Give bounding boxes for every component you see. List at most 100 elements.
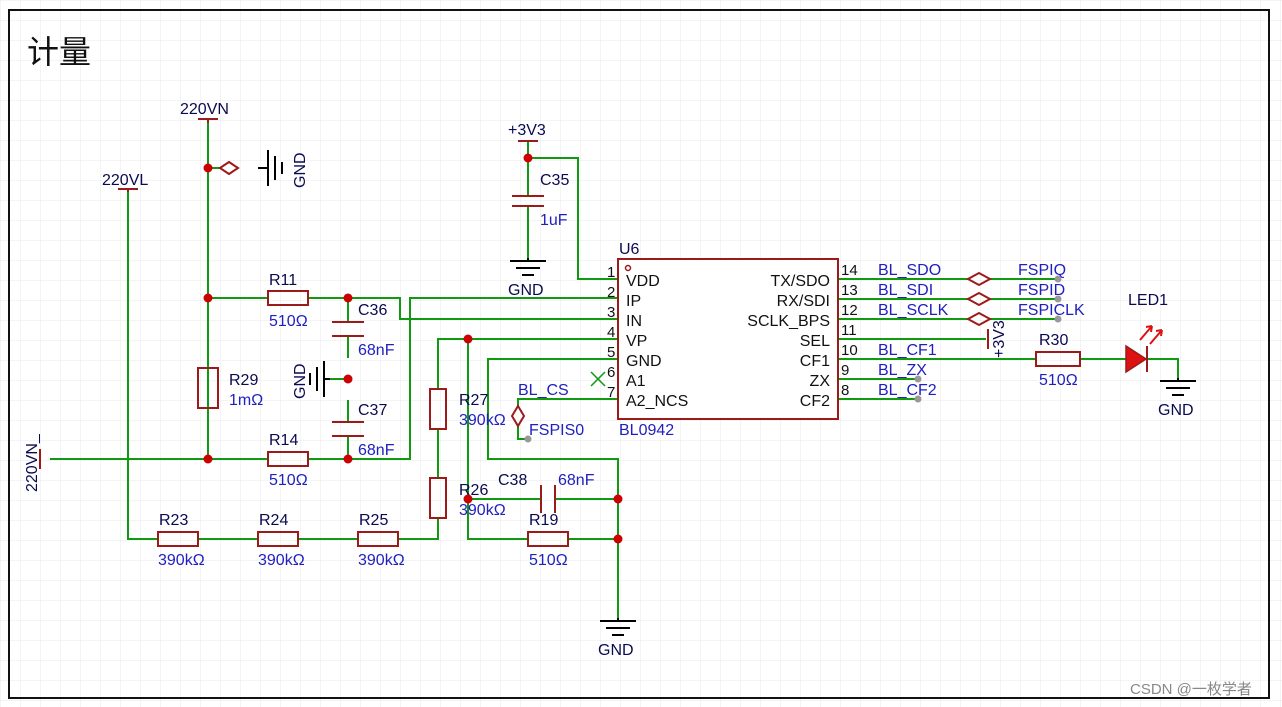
- ic-pin-name-vdd: VDD: [626, 273, 660, 290]
- sheet-title: 计量: [27, 34, 91, 70]
- net-label-bl-cf1: BL_CF1: [878, 342, 937, 359]
- ic-pin-num-5: 5: [607, 344, 615, 361]
- sheet-frame: [8, 9, 1270, 699]
- ic-pin-num-4: 4: [607, 324, 615, 341]
- ic-pin-name-sclk-bps: SCLK_BPS: [747, 313, 830, 330]
- led1: LED1: [1125, 292, 1168, 374]
- ref-r11: R11: [269, 272, 297, 289]
- value-r29: 1mΩ: [229, 392, 263, 409]
- value-r30: 510Ω: [1039, 372, 1078, 389]
- ic-pin-name-a2-ncs: A2_NCS: [626, 393, 688, 410]
- power-label-220vn: 220VN: [180, 101, 229, 118]
- net-label-fspid: FSPID: [1018, 282, 1065, 299]
- net-label-fspis0: FSPIS0: [529, 422, 584, 439]
- ic-pin-name-tx-sdo: TX/SDO: [770, 273, 830, 290]
- ref-r30: R30: [1039, 332, 1068, 349]
- ref-r24: R24: [259, 512, 288, 529]
- capacitor-c38: C38 68nF: [498, 472, 595, 513]
- ic-pin-num-8: 8: [841, 382, 849, 399]
- net-flag-cs: [510, 404, 526, 428]
- ic-pin-num-3: 3: [607, 304, 615, 321]
- value-r19: 510Ω: [529, 552, 568, 569]
- net-label-bl-sdo: BL_SDO: [878, 262, 941, 279]
- capacitor-c37: C37 68nF: [332, 402, 395, 459]
- ref-r23: R23: [159, 512, 188, 529]
- power-label-220vl: 220VL: [102, 172, 148, 189]
- ic-u6: U6 BL0942 1 VDD 2 IP 3 IN 4 VP 5 GND 6 A…: [607, 241, 858, 439]
- resistor-r29: R29 1mΩ: [197, 367, 263, 409]
- ic-pin-num-13: 13: [841, 282, 858, 299]
- value-c35: 1uF: [540, 212, 568, 229]
- ref-c35: C35: [540, 172, 569, 189]
- gnd-symbol-bottom: GND: [598, 618, 636, 659]
- net-label-fspiq: FSPIQ: [1018, 262, 1066, 279]
- gnd-label-bottom: GND: [598, 642, 634, 659]
- capacitor-c35: C35 1uF: [512, 172, 569, 229]
- ic-pin-num-2: 2: [607, 284, 615, 301]
- ref-r29: R29: [229, 372, 258, 389]
- gnd-label-top: GND: [292, 152, 309, 188]
- gnd-label-led: GND: [1158, 402, 1194, 419]
- resistor-r19: R19 510Ω: [527, 512, 569, 569]
- ic-pin-name-cf2: CF2: [800, 393, 830, 410]
- ic-pin-num-1: 1: [607, 264, 615, 281]
- gnd-symbol-top: GND: [258, 150, 309, 188]
- gnd-label-c35: GND: [508, 282, 544, 299]
- ref-r25: R25: [359, 512, 388, 529]
- ic-pin-num-12: 12: [841, 302, 858, 319]
- gnd-symbol-led: GND: [1158, 378, 1196, 419]
- resistor-r11: R11 510Ω: [267, 272, 309, 330]
- resistor-r27: R27 390kΩ: [429, 388, 506, 430]
- gnd-symbol-c36: GND: [292, 361, 330, 399]
- ic-pin-name-cf1: CF1: [800, 353, 830, 370]
- ic-pin-name-in: IN: [626, 313, 642, 330]
- ic-pin-num-6: 6: [607, 364, 615, 381]
- resistor-r14: R14 510Ω: [267, 432, 309, 489]
- ref-r26: R26: [459, 482, 488, 499]
- value-r24: 390kΩ: [258, 552, 305, 569]
- power-label-3v3-sel: +3V3: [991, 320, 1008, 358]
- ic-pin-num-7: 7: [607, 384, 615, 401]
- ic-ref: U6: [619, 241, 640, 258]
- value-c36: 68nF: [358, 342, 395, 359]
- power-220vn: 220VN: [180, 101, 229, 123]
- capacitor-c36: C36 68nF: [332, 302, 395, 359]
- wires: [50, 123, 1179, 618]
- power-label-220vn-left: 220VN_: [24, 433, 41, 492]
- power-label-3v3-top: +3V3: [508, 122, 546, 139]
- gnd-symbol-c35: GND: [508, 258, 546, 299]
- net-flags: [218, 160, 993, 428]
- ic-pin-name-ip: IP: [626, 293, 641, 310]
- value-r25: 390kΩ: [358, 552, 405, 569]
- no-connect-a1: [590, 371, 606, 387]
- value-r11: 510Ω: [269, 313, 308, 330]
- ref-r14: R14: [269, 432, 298, 449]
- resistor-r24: R24 390kΩ: [257, 512, 305, 569]
- net-label-bl-zx: BL_ZX: [878, 362, 927, 379]
- ic-pin-num-11: 11: [841, 322, 857, 339]
- power-220vl: 220VL: [102, 172, 148, 192]
- ref-r27: R27: [459, 392, 488, 409]
- watermark: CSDN @一枚学者: [1130, 681, 1252, 698]
- ref-r19: R19: [529, 512, 558, 529]
- ic-pin-name-sel: SEL: [800, 333, 830, 350]
- ref-led1: LED1: [1128, 292, 1168, 309]
- net-label-bl-cs: BL_CS: [518, 382, 569, 399]
- ic-pin-name-a1: A1: [626, 373, 646, 390]
- value-r23: 390kΩ: [158, 552, 205, 569]
- junctions: [203, 153, 623, 544]
- ic-pin-name-gnd: GND: [626, 353, 662, 370]
- value-r27: 390kΩ: [459, 412, 506, 429]
- net-flag-sclk: [965, 311, 993, 327]
- net-label-bl-sdi: BL_SDI: [878, 282, 933, 299]
- value-c38: 68nF: [558, 472, 595, 489]
- ref-c38: C38: [498, 472, 527, 489]
- label-endpoints: [524, 275, 1062, 443]
- ic-value: BL0942: [619, 422, 674, 439]
- ic-pin-name-vp: VP: [626, 333, 647, 350]
- resistor-r25: R25 390kΩ: [357, 512, 405, 569]
- resistor-r23: R23 390kΩ: [157, 512, 205, 569]
- net-label-bl-cf2: BL_CF2: [878, 382, 937, 399]
- net-flag-top: [218, 160, 240, 176]
